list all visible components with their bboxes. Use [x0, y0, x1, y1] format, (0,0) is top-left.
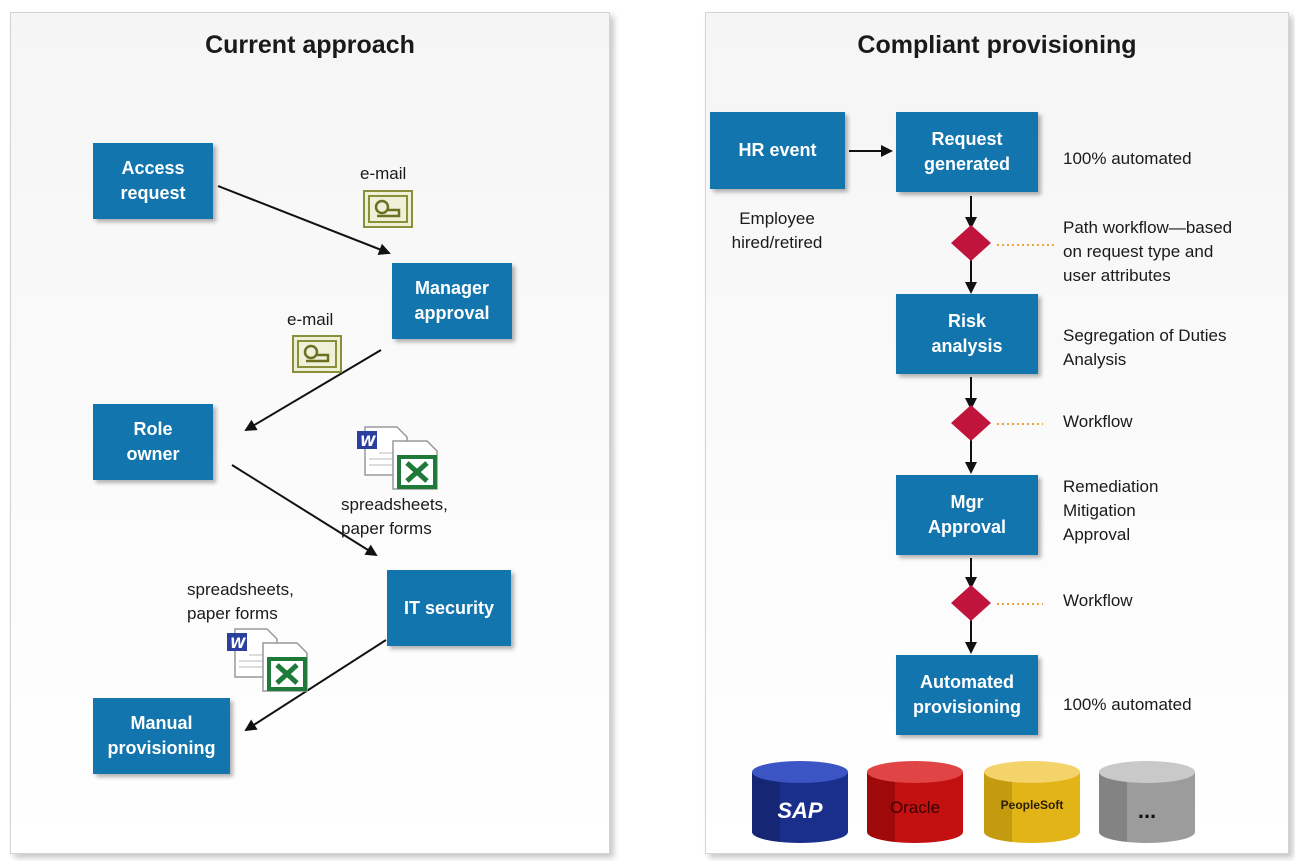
svg-text:W: W [230, 636, 246, 652]
role-owner-box: Role owner [93, 404, 213, 480]
other-systems-database-icon: ... [1097, 760, 1197, 845]
it-security-box: IT security [387, 570, 511, 646]
manager-approval-box: Manager approval [392, 263, 512, 339]
manual-provisioning-box: Manual provisioning [93, 698, 230, 774]
mgr-approval-box: Mgr Approval [896, 475, 1038, 555]
hr-event-box: HR event [710, 112, 845, 189]
forms-label-1: spreadsheets, paper forms [341, 495, 448, 538]
sap-database-icon: SAP [750, 760, 850, 845]
remediation-note: Remediation Mitigation Approval [1063, 477, 1159, 544]
workflow-note-2: Workflow [1063, 591, 1133, 610]
arrow-manager-to-role [244, 349, 382, 432]
arrow-it-to-manual [244, 639, 387, 732]
word-excel-documents-icon: W [227, 628, 308, 692]
system-label-more: ... [1137, 798, 1157, 823]
path-workflow-note: Path workflow—based on request type and … [1063, 218, 1233, 285]
svg-text:W: W [360, 434, 376, 450]
system-label-sap: SAP [777, 798, 823, 823]
automated-note-2: 100% automated [1063, 695, 1192, 714]
arrow-access-to-manager [217, 185, 391, 255]
forms-label-2: spreadsheets, paper forms [187, 580, 294, 623]
segregation-of-duties-note: Segregation of Duties Analysis [1063, 326, 1227, 369]
word-excel-documents-icon: W [357, 426, 438, 490]
compliant-provisioning-title: Compliant provisioning [857, 31, 1137, 59]
system-label-peoplesoft: PeopleSoft [1000, 798, 1064, 812]
request-generated-box: Request generated [896, 112, 1038, 192]
employee-hired-retired-note: Employee hired/retired [731, 209, 823, 252]
decision-diamond-2 [951, 405, 991, 441]
email-icon [292, 335, 342, 373]
email-icon [363, 190, 413, 228]
email-label-2: e-mail [287, 310, 334, 329]
automated-note-1: 100% automated [1063, 149, 1192, 168]
decision-diamond-3 [951, 585, 991, 621]
email-label-1: e-mail [360, 164, 407, 183]
system-label-oracle: Oracle [889, 798, 941, 817]
access-request-box: Access request [93, 143, 213, 219]
workflow-note-1: Workflow [1063, 412, 1133, 431]
risk-analysis-box: Risk analysis [896, 294, 1038, 374]
oracle-database-icon: Oracle [865, 760, 965, 845]
peoplesoft-database-icon: PeopleSoft [982, 760, 1082, 845]
decision-diamond-1 [951, 225, 991, 261]
current-approach-title: Current approach [205, 31, 415, 59]
arrow-role-to-it [231, 464, 378, 557]
automated-provisioning-box: Automated provisioning [896, 655, 1038, 735]
